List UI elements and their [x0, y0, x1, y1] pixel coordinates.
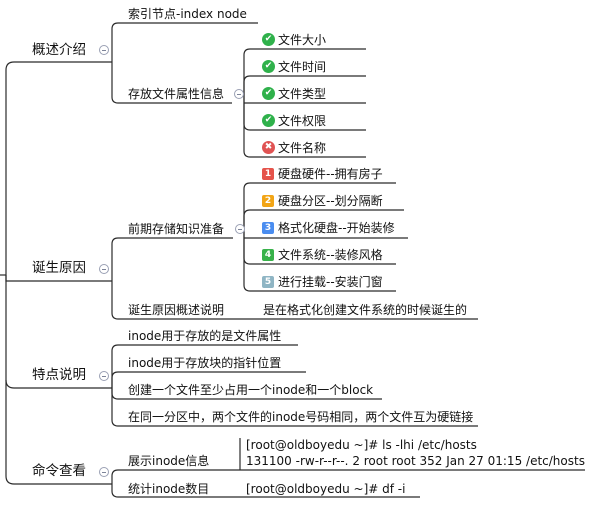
prep-item[interactable]: 进行挂载--安装门窗: [278, 275, 383, 289]
collapse-minus-icon[interactable]: [234, 89, 244, 99]
node-storage-prep[interactable]: 前期存储知识准备: [128, 222, 225, 236]
prep-item[interactable]: 硬盘分区--划分隔断: [278, 194, 383, 208]
connector-line: [243, 103, 366, 158]
connector-line: [243, 75, 366, 103]
node-show-inode[interactable]: 展示inode信息: [128, 454, 210, 468]
attr-item[interactable]: 文件大小: [278, 33, 327, 47]
connector-line: [243, 209, 404, 238]
priority-3-icon: 3: [262, 222, 274, 234]
connector-line: [111, 388, 478, 427]
connector-line: [111, 281, 478, 320]
prep-item[interactable]: 硬盘硬件--拥有房子: [278, 167, 383, 181]
prep-item[interactable]: 格式化硬盘--开始装修: [278, 221, 395, 235]
collapse-minus-icon[interactable]: [99, 45, 109, 55]
connector-line: [243, 238, 396, 292]
attr-item[interactable]: 文件类型: [278, 87, 327, 101]
connector-line: [111, 62, 232, 104]
collapse-minus-icon[interactable]: [99, 264, 109, 274]
check-circle-icon: ✔: [262, 60, 275, 73]
feature-item[interactable]: 在同一分区中，两个文件的inode号码相同，两个文件互为硬链接: [128, 410, 474, 424]
collapse-minus-icon[interactable]: [99, 371, 109, 381]
priority-1-icon: 1: [262, 168, 274, 180]
topic-overview[interactable]: 概述介绍: [32, 42, 86, 58]
feature-item[interactable]: 创建一个文件至少占用一个inode和一个block: [128, 383, 374, 397]
command-line[interactable]: [root@oldboyedu ~]# ls -lhi /etc/hosts: [246, 438, 477, 452]
branch-line: [5, 380, 112, 485]
feature-item[interactable]: inode用于存放块的指针位置: [128, 356, 282, 370]
cross-circle-icon: ✖: [262, 141, 275, 154]
connector-line: [111, 371, 306, 388]
connector-line: [111, 344, 298, 388]
connector-line: [243, 182, 396, 238]
feature-item[interactable]: inode用于存放的是文件属性: [128, 329, 282, 343]
attr-item[interactable]: 文件权限: [278, 114, 327, 128]
branch-line: [5, 61, 112, 275]
topic-commands[interactable]: 命令查看: [32, 463, 86, 479]
check-circle-icon: ✔: [262, 87, 275, 100]
prep-item[interactable]: 文件系统--装修风格: [278, 248, 383, 262]
connector-line: [111, 469, 240, 484]
node-count-inode[interactable]: 统计inode数目: [128, 482, 210, 496]
priority-4-icon: 4: [262, 249, 274, 261]
command-line[interactable]: [root@oldboyedu ~]# df -i: [246, 482, 406, 496]
connector-line: [111, 22, 258, 62]
origin-summary-note[interactable]: 是在格式化创建文件系统的时候诞生的: [263, 303, 468, 317]
connector-line: [243, 48, 366, 103]
connector-line: [111, 237, 233, 281]
connector-line: [111, 484, 240, 498]
collapse-minus-icon[interactable]: [235, 224, 245, 234]
node-store-attributes[interactable]: 存放文件属性信息: [128, 87, 225, 101]
node-origin-summary[interactable]: 诞生原因概述说明: [128, 303, 225, 317]
collapse-minus-icon[interactable]: [99, 467, 109, 477]
priority-5-icon: 5: [262, 276, 274, 288]
attr-item[interactable]: 文件时间: [278, 60, 327, 74]
attr-item[interactable]: 文件名称: [278, 141, 327, 155]
command-output[interactable]: 131100 -rw-r--r--. 2 root root 352 Jan 2…: [246, 454, 585, 468]
check-circle-icon: ✔: [262, 114, 275, 127]
node-index-node[interactable]: 索引节点-index node: [128, 7, 247, 21]
priority-2-icon: 2: [262, 195, 274, 207]
check-circle-icon: ✔: [262, 33, 275, 46]
topic-origin[interactable]: 诞生原因: [32, 260, 86, 276]
topic-features[interactable]: 特点说明: [32, 367, 86, 383]
